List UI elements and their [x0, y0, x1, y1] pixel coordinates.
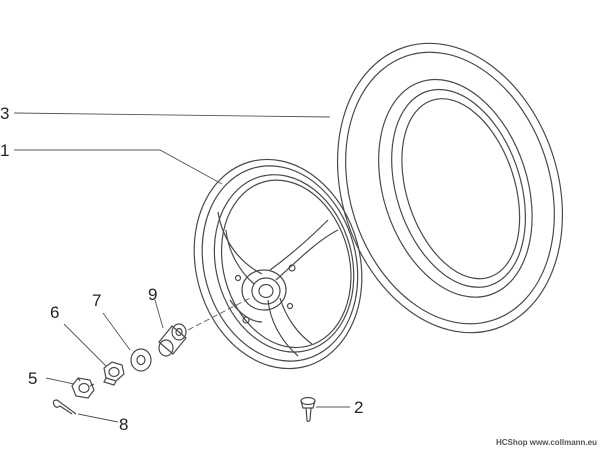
- watermark: HCShop www.collmann.eu: [496, 438, 597, 447]
- part-label-5: 5: [28, 369, 37, 388]
- leader-line-7: [102, 312, 131, 351]
- axle-centerline: [187, 297, 251, 331]
- wheel-hub: [234, 264, 296, 324]
- leader-line-5: [45, 377, 75, 385]
- part-label-1: 1: [0, 141, 9, 160]
- leader-line-6: [63, 323, 107, 367]
- part-label-7: 7: [92, 291, 101, 310]
- leader-line-8: [77, 413, 119, 423]
- spacer[interactable]: [158, 323, 187, 357]
- split-pin[interactable]: [52, 399, 77, 415]
- washer[interactable]: [130, 348, 152, 372]
- tire-valve[interactable]: [300, 396, 316, 423]
- tire[interactable]: [302, 14, 599, 362]
- part-label-8: 8: [119, 415, 128, 434]
- leader-line-3: [13, 112, 331, 118]
- nut[interactable]: [103, 361, 125, 386]
- leader-line-1: [14, 149, 223, 185]
- leader-line-9: [154, 299, 164, 329]
- part-label-6: 6: [50, 303, 59, 322]
- part-label-3: 3: [0, 104, 9, 123]
- part-label-9: 9: [148, 285, 157, 304]
- wheel-spokes: [217, 211, 339, 357]
- hub-nut-cap[interactable]: [71, 377, 95, 399]
- wheel-rim[interactable]: [171, 140, 384, 387]
- part-label-2: 2: [354, 398, 363, 417]
